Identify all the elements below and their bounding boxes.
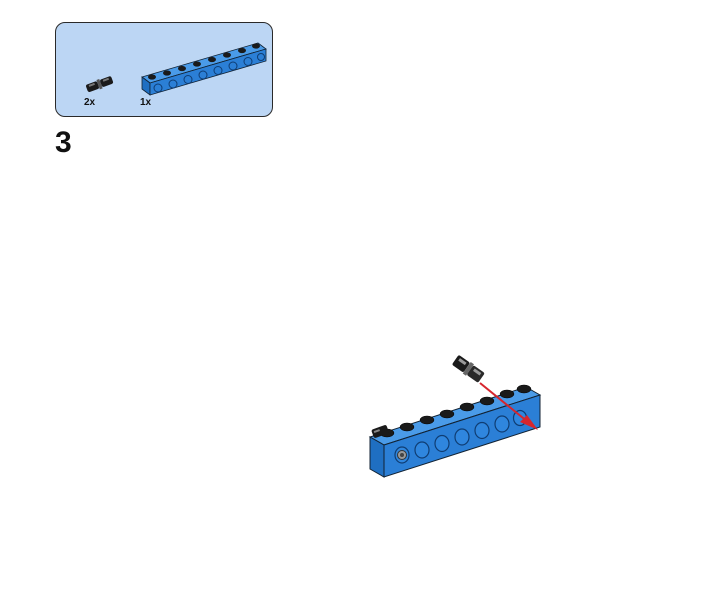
assembly-illustration (368, 355, 542, 478)
beam-quantity: 1x (140, 97, 152, 108)
insertion-arrow-icon (479, 382, 538, 430)
step-number: 3 (55, 126, 72, 159)
beam-holes (414, 409, 528, 459)
parts-list-panel: 2x 1x (55, 22, 273, 117)
beam-studs (379, 384, 532, 438)
technic-beam-icon (141, 42, 267, 96)
connector-pin-icon (86, 76, 114, 92)
floating-pin (452, 355, 485, 383)
pin-quantity: 2x (84, 97, 96, 108)
inserted-pin (371, 425, 410, 464)
